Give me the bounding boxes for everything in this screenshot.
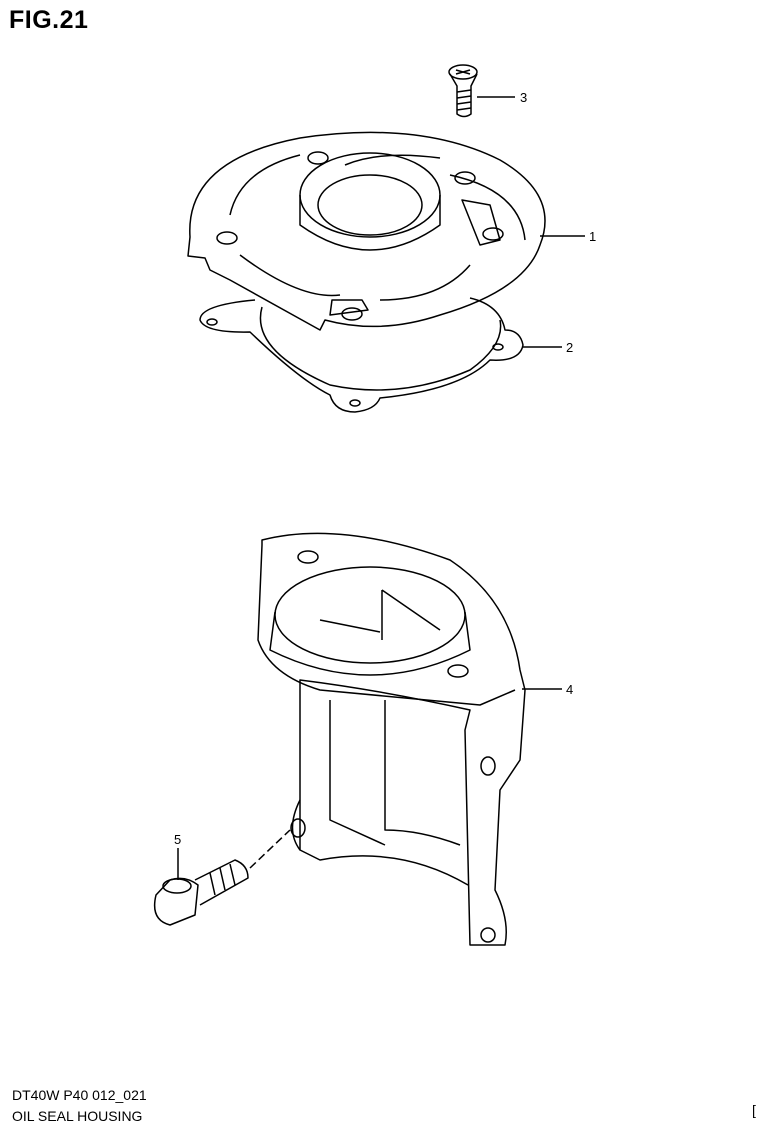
- part-5-bolt: [153, 829, 291, 926]
- callout-2: 2: [566, 340, 574, 355]
- part-2-gasket: [199, 297, 524, 413]
- diagram-name: OIL SEAL HOUSING: [12, 1108, 143, 1124]
- part-4-bracket: [257, 532, 526, 946]
- callout-3: 3: [520, 90, 528, 105]
- part-3-screw: [448, 64, 478, 118]
- page-mark: [: [752, 1102, 756, 1118]
- callout-5: 5: [174, 832, 182, 847]
- callout-4: 4: [566, 682, 574, 697]
- part-1-housing: [187, 131, 546, 331]
- figure-title: FIG.21: [9, 6, 89, 34]
- callout-1: 1: [589, 229, 597, 244]
- diagram-code: DT40W P40 012_021: [12, 1087, 147, 1103]
